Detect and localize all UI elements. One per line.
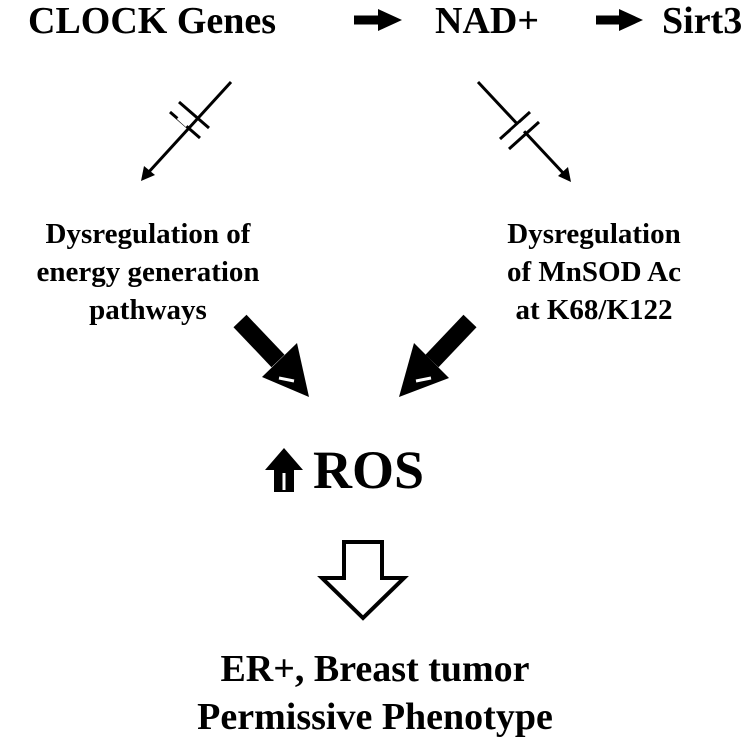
arrow-clock-to-nad [354, 9, 402, 31]
energy-dysregulation-line2: energy generation [36, 256, 260, 288]
outcome-line1: ER+, Breast tumor [220, 648, 530, 690]
mnsod-dysregulation-line2: of MnSOD Ac [507, 256, 681, 288]
energy-dysregulation-line1: Dysregulation of [45, 218, 251, 250]
mnsod-dysregulation-line3: at K68/K122 [515, 294, 673, 326]
node-nad: NAD+ [435, 0, 539, 42]
node-clock-genes: CLOCK Genes [28, 0, 277, 42]
hollow-arrow-down [317, 540, 409, 621]
arrow-nad-to-sirt3 [596, 9, 643, 31]
node-mnsod-dysregulation: Dysregulation of MnSOD Ac at K68/K122 [464, 215, 724, 329]
mnsod-dysregulation-line1: Dysregulation [507, 218, 681, 250]
energy-dysregulation-line3: pathways [89, 294, 207, 326]
up-arrow-icon [265, 448, 303, 492]
node-outcome: ER+, Breast tumor Permissive Phenotype [100, 645, 650, 741]
blocked-arrow-right [476, 80, 571, 182]
outcome-line2: Permissive Phenotype [197, 696, 553, 738]
blocked-arrow-left [141, 80, 233, 181]
node-ros: ROS [313, 440, 425, 500]
bold-arrow-left [233, 314, 309, 397]
node-sirt3: Sirt3 [662, 0, 743, 42]
bold-arrow-right [399, 314, 477, 397]
node-energy-dysregulation: Dysregulation of energy generation pathw… [7, 215, 289, 329]
